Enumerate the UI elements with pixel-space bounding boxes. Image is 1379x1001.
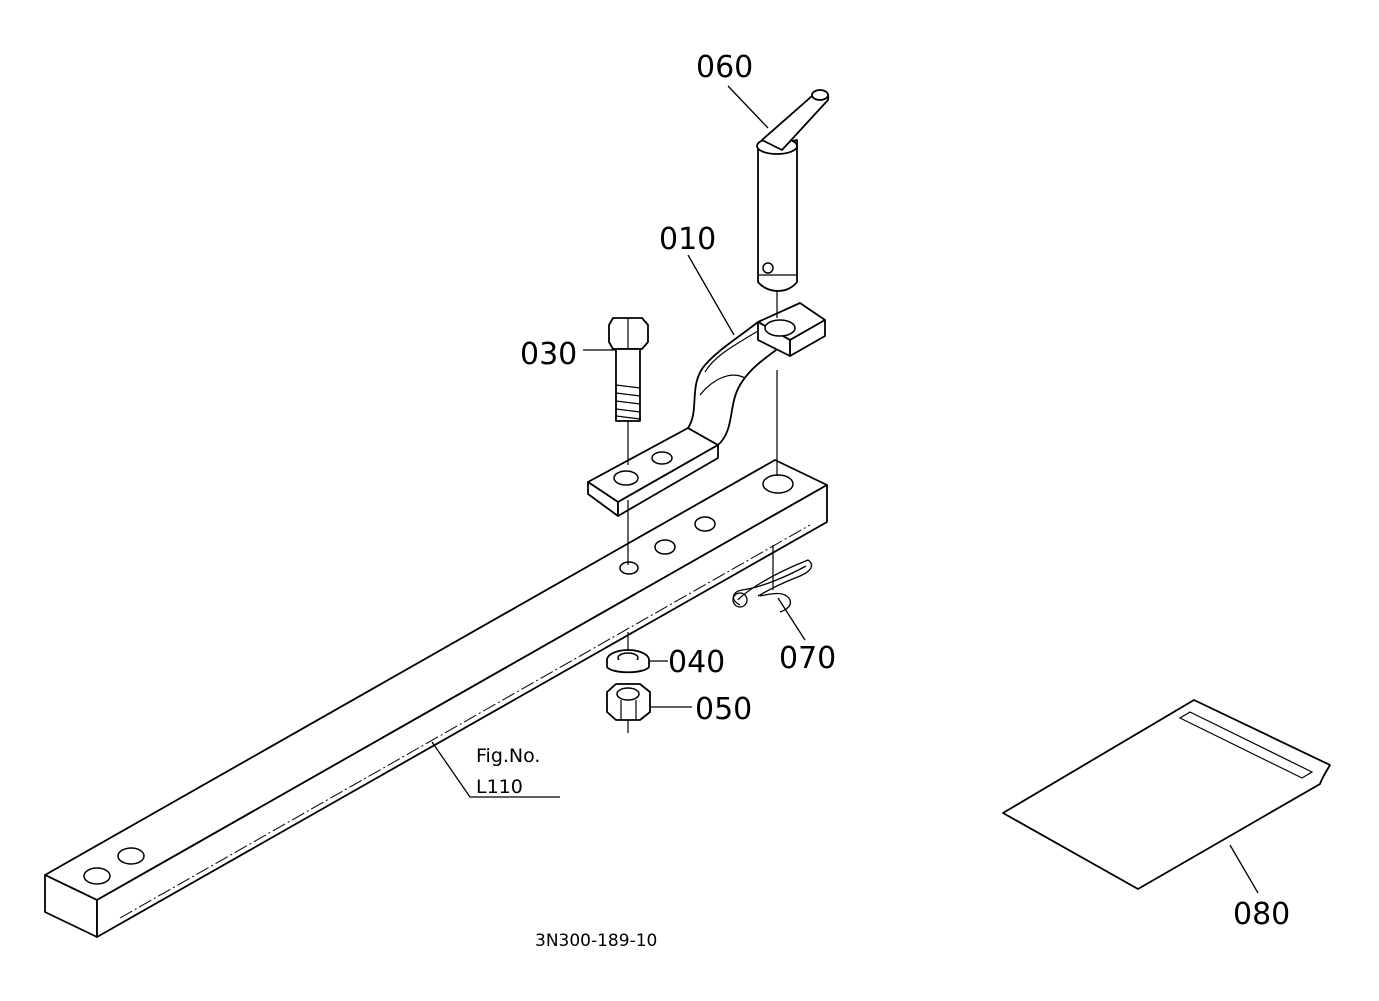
drawing-id: 3N300-189-10 bbox=[535, 931, 657, 951]
fig-no-value: L110 bbox=[476, 776, 523, 798]
drawbar-hole bbox=[83, 867, 111, 885]
drawbar-hole bbox=[762, 474, 794, 494]
callout-080: 080 bbox=[1233, 897, 1290, 932]
offset-bracket-010 bbox=[587, 302, 826, 517]
callout-070: 070 bbox=[779, 641, 836, 676]
drawbar bbox=[44, 459, 828, 938]
bracket-hole bbox=[764, 319, 796, 337]
drawbar-hole bbox=[117, 847, 145, 865]
callout-050: 050 bbox=[695, 692, 752, 727]
callout-040: 040 bbox=[668, 645, 725, 680]
lock-washer-040 bbox=[606, 649, 650, 674]
hitch-pin-060 bbox=[756, 89, 830, 292]
callout-060: 060 bbox=[696, 50, 753, 85]
callout-030: 030 bbox=[520, 337, 577, 372]
bolt-030 bbox=[608, 317, 649, 422]
leader-lines bbox=[431, 85, 1259, 894]
callout-010: 010 bbox=[659, 222, 716, 257]
bracket-hole bbox=[613, 470, 639, 486]
assembly-centerlines bbox=[627, 290, 778, 733]
fig-no-label: Fig.No. bbox=[476, 745, 540, 767]
operator-manual-080 bbox=[1002, 699, 1331, 890]
drawbar-side-hole bbox=[619, 561, 639, 575]
nut-050 bbox=[606, 683, 651, 721]
bracket-hole bbox=[651, 451, 673, 465]
drawbar-side-hole bbox=[654, 539, 676, 555]
drawbar-side-hole bbox=[694, 516, 716, 532]
